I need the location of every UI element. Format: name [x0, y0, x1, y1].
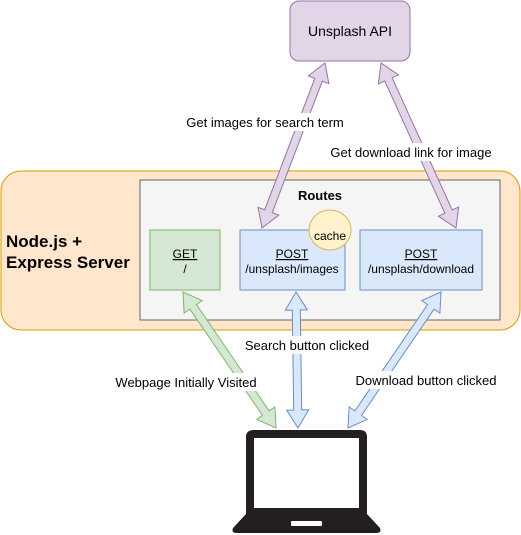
post-download-route-method: POST: [405, 247, 438, 261]
search-term-arrow: [257, 62, 330, 229]
initial-visit-label: Webpage Initially Visited: [115, 375, 256, 390]
get-route-method: GET: [173, 247, 198, 261]
search-click-arrow: [284, 291, 310, 429]
post-images-route-node: POST /unsplash/images: [239, 229, 346, 291]
get-route-node: GET /: [149, 229, 221, 291]
laptop-touchpad: [291, 521, 322, 526]
post-download-route-box: [359, 229, 483, 291]
search-term-edge-label: Get images for search term: [176, 113, 354, 131]
post-images-route-method: POST: [276, 247, 309, 261]
routes-label: Routes: [298, 188, 342, 203]
initial-visit-arrow: [182, 291, 277, 429]
unsplash-api-label: Unsplash API: [308, 23, 392, 39]
unsplash-api-box: [289, 0, 411, 62]
post-images-route-path: /unsplash/images: [245, 262, 338, 276]
unsplash-api-node: Unsplash API: [289, 0, 411, 62]
search-click-label: Search button clicked: [245, 338, 369, 353]
express-server-label-line1: Node.js +: [6, 232, 82, 251]
post-download-route-path: /unsplash/download: [368, 262, 474, 276]
initial-visit-edge-label: Webpage Initially Visited: [106, 373, 266, 391]
express-server-label-line2: Express Server: [6, 253, 130, 272]
cache-circle: [308, 209, 352, 251]
laptop-icon: [232, 430, 381, 533]
get-route-box: [149, 229, 221, 291]
get-route-path: /: [183, 262, 187, 276]
search-click-edge-label: Search button clicked: [236, 336, 378, 354]
download-click-edge-label: Download button clicked: [346, 371, 506, 389]
cache-label: cache: [314, 229, 346, 243]
download-click-arrow: [347, 291, 442, 429]
download-click-label: Download button clicked: [356, 373, 497, 388]
post-download-route-node: POST /unsplash/download: [359, 229, 483, 291]
post-images-route-box: [239, 229, 346, 291]
download-link-label: Get download link for image: [330, 145, 491, 160]
laptop-screen: [246, 430, 367, 516]
search-term-label: Get images for search term: [186, 115, 344, 130]
cache-node: cache: [308, 209, 352, 251]
download-link-edge-label: Get download link for image: [322, 143, 502, 161]
